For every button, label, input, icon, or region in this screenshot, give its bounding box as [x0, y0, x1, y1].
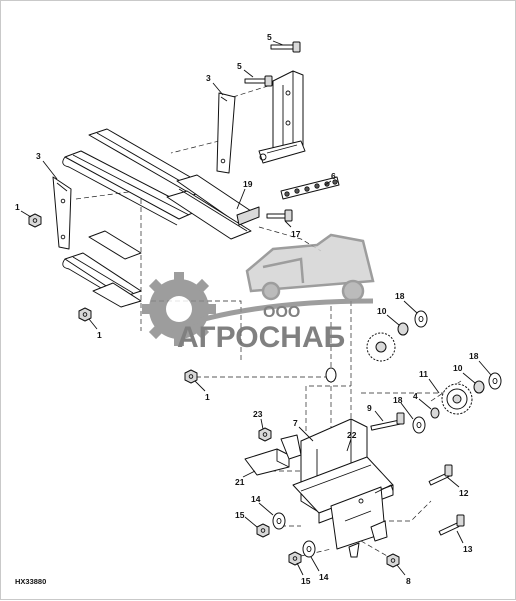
nut-8 [386, 553, 400, 568]
harvester-icon [245, 233, 375, 303]
bolt-9 [370, 412, 405, 431]
nut-1-middle [78, 307, 92, 322]
nut-15-upper [256, 523, 270, 538]
callout-18-upper: 18 [395, 291, 405, 301]
callout-14-lower: 14 [319, 572, 329, 582]
bushing-10-lower [473, 380, 485, 394]
nut-1-left [28, 213, 42, 228]
callout-1-left: 1 [15, 202, 20, 212]
callout-11: 11 [419, 369, 428, 379]
callout-22: 22 [347, 430, 357, 440]
sprocket-11 [441, 383, 473, 415]
spacer-4 [430, 407, 440, 419]
callout-18-right: 18 [469, 351, 479, 361]
washer-18-upper [414, 310, 428, 328]
callout-5-lower: 5 [237, 61, 242, 71]
plate-21 [244, 434, 302, 476]
washer-14-lower [302, 540, 316, 558]
callout-1-middle: 1 [97, 330, 102, 340]
callout-labels: 5 5 3 3 1 19 6 17 1 1 18 10 18 10 11 4 9… [15, 32, 479, 586]
callout-18-lower: 18 [393, 395, 403, 405]
washer-18-right [488, 372, 502, 390]
callout-leaders [20, 40, 492, 576]
callout-21: 21 [235, 477, 245, 487]
guide-rails-upper [62, 128, 260, 240]
callout-3-right: 3 [206, 73, 211, 83]
bolt-12 [428, 464, 453, 486]
watermark-brand: АГРОСНАБ [177, 321, 345, 354]
bolt-5-lower [244, 75, 273, 87]
drawing-code: HX33880 [15, 577, 46, 586]
watermark-logo: ООО АГРОСНАБ [142, 233, 375, 354]
callout-17: 17 [291, 229, 301, 239]
washer-sprocket-left [325, 367, 337, 383]
callout-14-upper: 14 [251, 494, 261, 504]
nut-15-lower [288, 551, 302, 566]
watermark-ooo: ООО [263, 304, 300, 321]
mounting-bracket-7 [292, 418, 394, 558]
callout-10-lower: 10 [453, 363, 463, 373]
washer-18-lower [412, 416, 426, 434]
callout-13: 13 [463, 544, 473, 554]
callout-23: 23 [253, 409, 263, 419]
nut-23 [258, 427, 272, 442]
plate-3-right [216, 92, 236, 174]
callout-15-upper: 15 [235, 510, 245, 520]
callout-5-upper: 5 [267, 32, 272, 42]
callout-7: 7 [293, 418, 298, 428]
callout-3-left: 3 [36, 151, 41, 161]
washer-14-upper [272, 512, 286, 530]
callout-19: 19 [243, 179, 253, 189]
callout-12: 12 [459, 488, 469, 498]
roller-chain [280, 176, 340, 200]
bolt-5-upper [270, 41, 301, 53]
nut-1-lower [184, 369, 198, 384]
callout-8: 8 [406, 576, 411, 586]
bolt-17 [266, 209, 293, 222]
callout-10-upper: 10 [377, 306, 387, 316]
sprocket-upper [366, 332, 396, 362]
callout-9: 9 [367, 403, 372, 413]
callout-15-lower: 15 [301, 576, 311, 586]
guide-rails-lower [62, 230, 142, 308]
plate-3-left [52, 176, 72, 250]
bushing-10-upper [397, 322, 409, 336]
callout-1-lower: 1 [205, 392, 210, 402]
vertical-bracket [258, 70, 306, 164]
callout-4: 4 [413, 391, 418, 401]
bolt-13 [438, 514, 465, 536]
callout-6: 6 [331, 171, 336, 181]
